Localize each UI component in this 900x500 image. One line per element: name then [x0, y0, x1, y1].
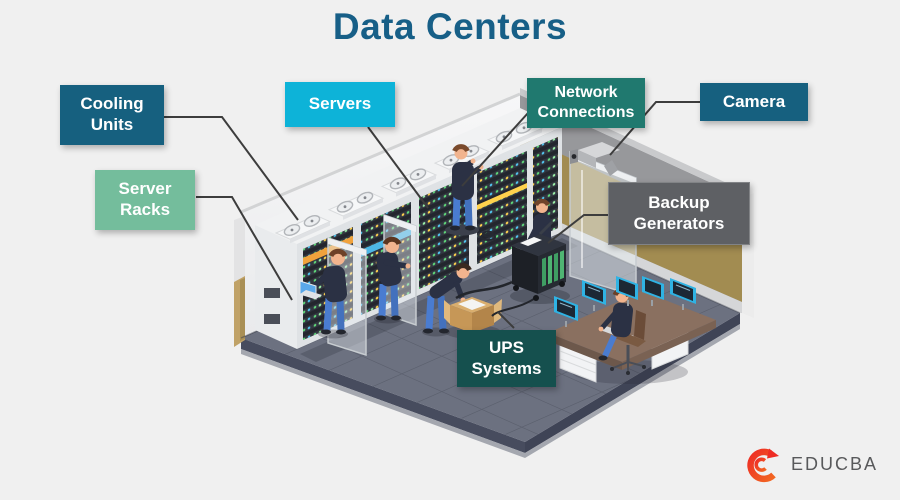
ups-systems-line — [497, 311, 515, 329]
label-servers: Servers — [285, 82, 395, 127]
servers-line — [367, 126, 429, 209]
technician — [299, 248, 348, 339]
rack-side — [255, 225, 297, 349]
label-server-racks: Server Racks — [95, 170, 195, 230]
brand-logo: EDUCBA — [743, 442, 878, 486]
server-racks-line — [196, 196, 293, 301]
brand-logo-text: EDUCBA — [790, 453, 878, 474]
cooling-units-line — [163, 116, 299, 221]
educba-logo-icon — [747, 448, 779, 483]
monitors — [554, 276, 696, 327]
connector-lines — [163, 101, 700, 329]
label-backup-generators: Backup Generators — [608, 182, 750, 245]
technician — [374, 236, 411, 324]
network-connections-line — [461, 112, 529, 187]
label-network-connections: Network Connections — [527, 78, 645, 128]
label-cooling-units: Cooling Units — [60, 85, 164, 145]
camera-line — [609, 101, 700, 156]
label-camera: Camera — [700, 83, 808, 121]
backup-generators-line — [547, 214, 608, 244]
technician — [445, 144, 496, 241]
cooling-unit — [274, 214, 332, 244]
server-rack — [533, 137, 558, 239]
label-ups-systems: UPS Systems — [457, 330, 556, 387]
desk-top — [548, 291, 716, 362]
control-desk — [548, 276, 716, 384]
floor-edge-front-left — [241, 338, 525, 453]
camera-illustration — [570, 142, 620, 176]
cooling-unit — [486, 121, 544, 150]
cooling-units-illustration — [274, 121, 544, 244]
cooling-unit — [327, 191, 385, 220]
page-title: Data Centers — [332, 6, 568, 47]
